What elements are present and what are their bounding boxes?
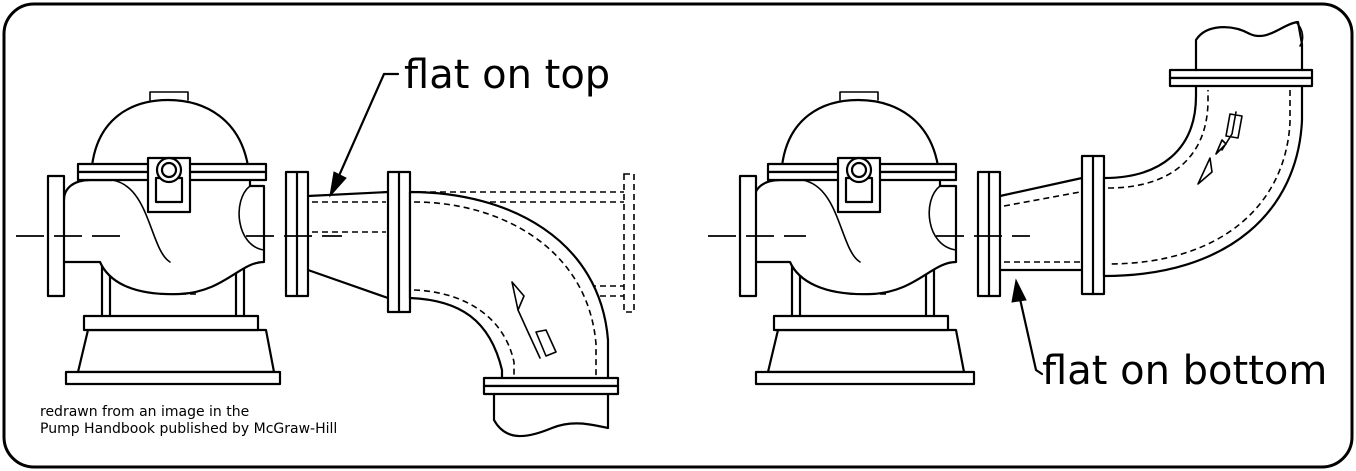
credit-note: redrawn from an image in the Pump Handbo…: [40, 404, 337, 437]
left-pump-base: [64, 260, 282, 386]
credit-line-2: Pump Handbook published by McGraw-Hill: [40, 421, 337, 437]
left-elbow-piping: [306, 170, 635, 438]
callout-flat-on-bottom: flat on bottom: [1011, 278, 1327, 394]
credit-line-1: redrawn from an image in the: [40, 404, 249, 420]
right-elbow-piping: [998, 20, 1314, 296]
left-flow-arrow: [511, 281, 557, 359]
callout-flat-on-top: flat on top: [329, 52, 610, 198]
label-flat-on-top: flat on top: [404, 52, 610, 98]
right-pump-base: [754, 260, 976, 386]
left-pump-assembly: [16, 91, 342, 386]
right-elbow-flange: [1168, 68, 1314, 80]
left-elbow-flange: [482, 376, 620, 388]
label-flat-on-bottom: flat on bottom: [1042, 348, 1327, 394]
left-impeller-dome: [90, 98, 250, 168]
right-flow-arrow: [1197, 111, 1243, 185]
right-pump-assembly: [708, 91, 1030, 386]
right-impeller-dome: [780, 98, 940, 168]
